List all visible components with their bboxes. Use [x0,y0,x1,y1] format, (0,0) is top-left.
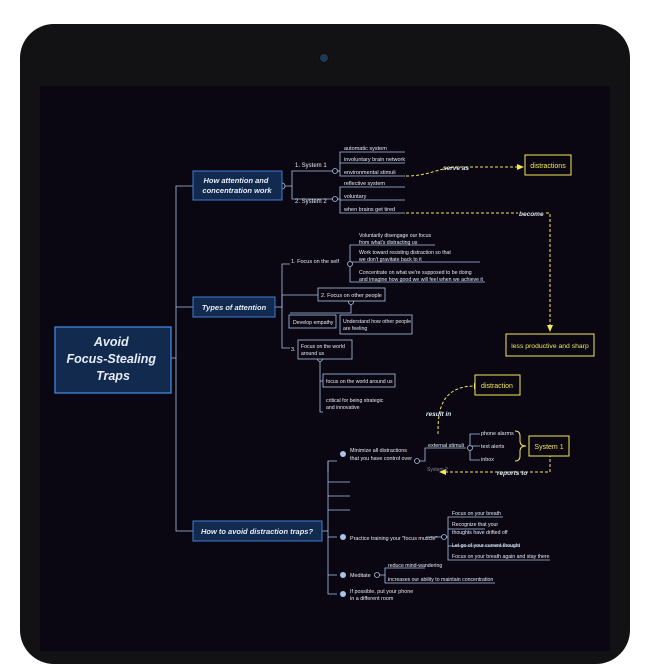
understand-node[interactable] [339,314,413,335]
system-1-label[interactable]: 1. System 1 [295,163,327,169]
less-productive-label: less productive and sharp [511,343,589,350]
central-topic[interactable] [54,326,172,394]
mind-map-screen: Avoid Focus-Stealing Traps How attention… [40,86,610,651]
s1-item-involuntary[interactable]: involuntary brain network [344,157,405,163]
branch-types-node[interactable] [192,296,276,318]
ext-item-text[interactable]: text alerts [481,444,505,450]
minimize-line2[interactable]: that you have control over [350,456,412,462]
world-item-1: focus on the world around us [326,379,393,385]
focus-others-label: 2. Focus on other people [321,293,382,299]
ext-item-phone[interactable]: phone alarms [481,431,514,437]
focus-world-node[interactable] [297,339,353,360]
result-in-label: result in [426,411,451,418]
develop-empathy-node[interactable] [288,314,337,329]
world-number: 3. [291,347,296,353]
phone-line1[interactable]: If possible, put your phone [350,589,413,595]
self-item-2[interactable]: Work toward resisting distraction so tha… [359,250,451,263]
svg-text:Avoid Focus-Stealing T: Avoid Focus-Stealing Traps [66,335,159,383]
distraction-node[interactable] [474,374,521,396]
system-1-node[interactable] [528,435,570,457]
develop-empathy-label: Develop empathy [293,320,334,326]
practice-item-3[interactable]: Let go of your current thought [452,543,521,549]
s2-item-reflective[interactable]: reflective system [344,181,385,187]
central-topic-line1: Avoid [93,335,129,349]
focus-world-line1: Focus on the world [301,344,345,350]
focus-self-label[interactable]: 1. Focus on the self [291,259,339,265]
distractions-label: distractions [530,163,566,170]
focus-others-node[interactable] [317,287,386,302]
minimize-line1[interactable]: Minimize all distractions [350,448,407,454]
meditate-item-1[interactable]: reduce mind-wandering [388,563,442,569]
system-2-label[interactable]: 2. System 2 [295,199,327,205]
central-topic-line3: Traps [96,369,130,383]
branch-attention-line2: concentration work [202,186,272,195]
serve-as-arrowhead [517,164,524,170]
external-stimuli-label[interactable]: external stimuli [428,443,464,449]
system-2-faint-label: System 2 [427,467,448,473]
phone-line2[interactable]: in a different room [350,596,394,602]
understand-line2: are feeling [343,326,367,332]
branch-types-label: Types of attention [202,303,267,312]
central-topic-line2: Focus-Stealing [66,352,156,366]
serve-as-label: serve as [443,165,469,172]
reports-to-label: reports to [497,470,527,477]
focus-world-line2: around us [301,351,324,357]
world-item-2-line1[interactable]: critical for being strategic [326,398,384,404]
distractions-node[interactable] [524,154,572,176]
become-label: become [519,211,544,218]
world-item-1-node[interactable] [322,373,396,388]
system-1-node-label: System 1 [534,444,563,451]
meditate-item-2[interactable]: increases our ability to maintain concen… [388,577,493,583]
become-arrowhead [547,325,553,332]
s1-item-automatic[interactable]: automatic system [344,146,387,152]
practice-label[interactable]: Practice training your "focus muscle" [350,536,438,542]
practice-item-1[interactable]: Focus on your breath [452,511,501,517]
world-item-2-line2[interactable]: and innovative [326,405,360,411]
s2-item-voluntary[interactable]: voluntary [344,194,367,200]
ext-item-inbox[interactable]: inbox [481,457,494,463]
s1-item-environmental[interactable]: environmental stimuli [344,170,396,176]
branch-avoid-node[interactable] [192,520,323,542]
reports-to-arrowhead [439,469,446,475]
branch-avoid-label: How to avoid distraction traps? [201,527,314,536]
branch-attention-line1: How attention and [203,176,268,185]
understand-line1: Understand how other people [343,319,411,325]
camera-icon [320,54,328,62]
less-productive-node[interactable] [505,333,595,357]
svg-text:How attention and concentr: How attention and concentration work [202,176,272,195]
distraction-label: distraction [481,383,513,390]
practice-item-4[interactable]: Focus on your breath again and stay ther… [452,554,550,560]
meditate-label[interactable]: Meditate [350,573,371,579]
s2-item-tired[interactable]: when brains get tired [343,207,395,213]
branch-attention-node[interactable] [192,170,283,201]
self-item-3[interactable]: Concentrate on what we're supposed to be… [359,270,484,283]
